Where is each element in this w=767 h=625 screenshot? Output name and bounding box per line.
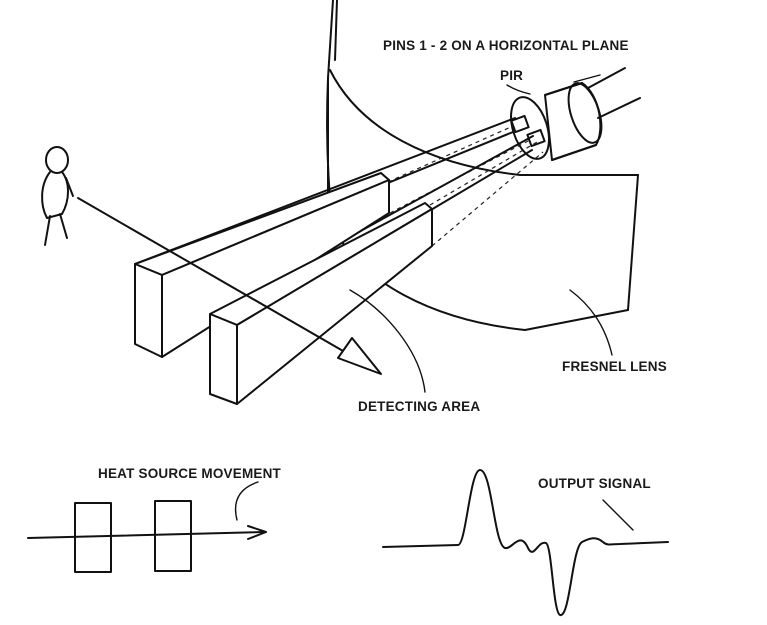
output-signal-leader	[602, 499, 634, 531]
detecting-zone-2	[209, 202, 433, 405]
heat-zone-2	[154, 500, 192, 572]
pir-sensor	[510, 67, 641, 161]
output-signal-waveform	[382, 469, 669, 617]
pins-label: PINS 1 - 2 ON A HORIZONTAL PLANE	[383, 38, 629, 53]
heat-source-movement-diagram	[27, 500, 267, 573]
pir-leader	[506, 84, 531, 95]
movement-arrow	[77, 197, 382, 375]
output-signal-label: OUTPUT SIGNAL	[538, 476, 651, 491]
leader-lines	[234, 84, 634, 531]
pir-label: PIR	[500, 68, 523, 83]
fresnel-leader	[569, 289, 613, 356]
heat-source-path	[27, 531, 266, 539]
detecting-area-label: DETECTING AREA	[358, 399, 480, 414]
person-figure	[41, 146, 74, 246]
heat-source-leader	[234, 481, 259, 521]
fresnel-lens-label: FRESNEL LENS	[562, 359, 667, 374]
detecting-area-leader	[349, 289, 426, 393]
heat-source-arrowhead	[247, 525, 267, 540]
heat-source-movement-label: HEAT SOURCE MOVEMENT	[98, 466, 282, 481]
